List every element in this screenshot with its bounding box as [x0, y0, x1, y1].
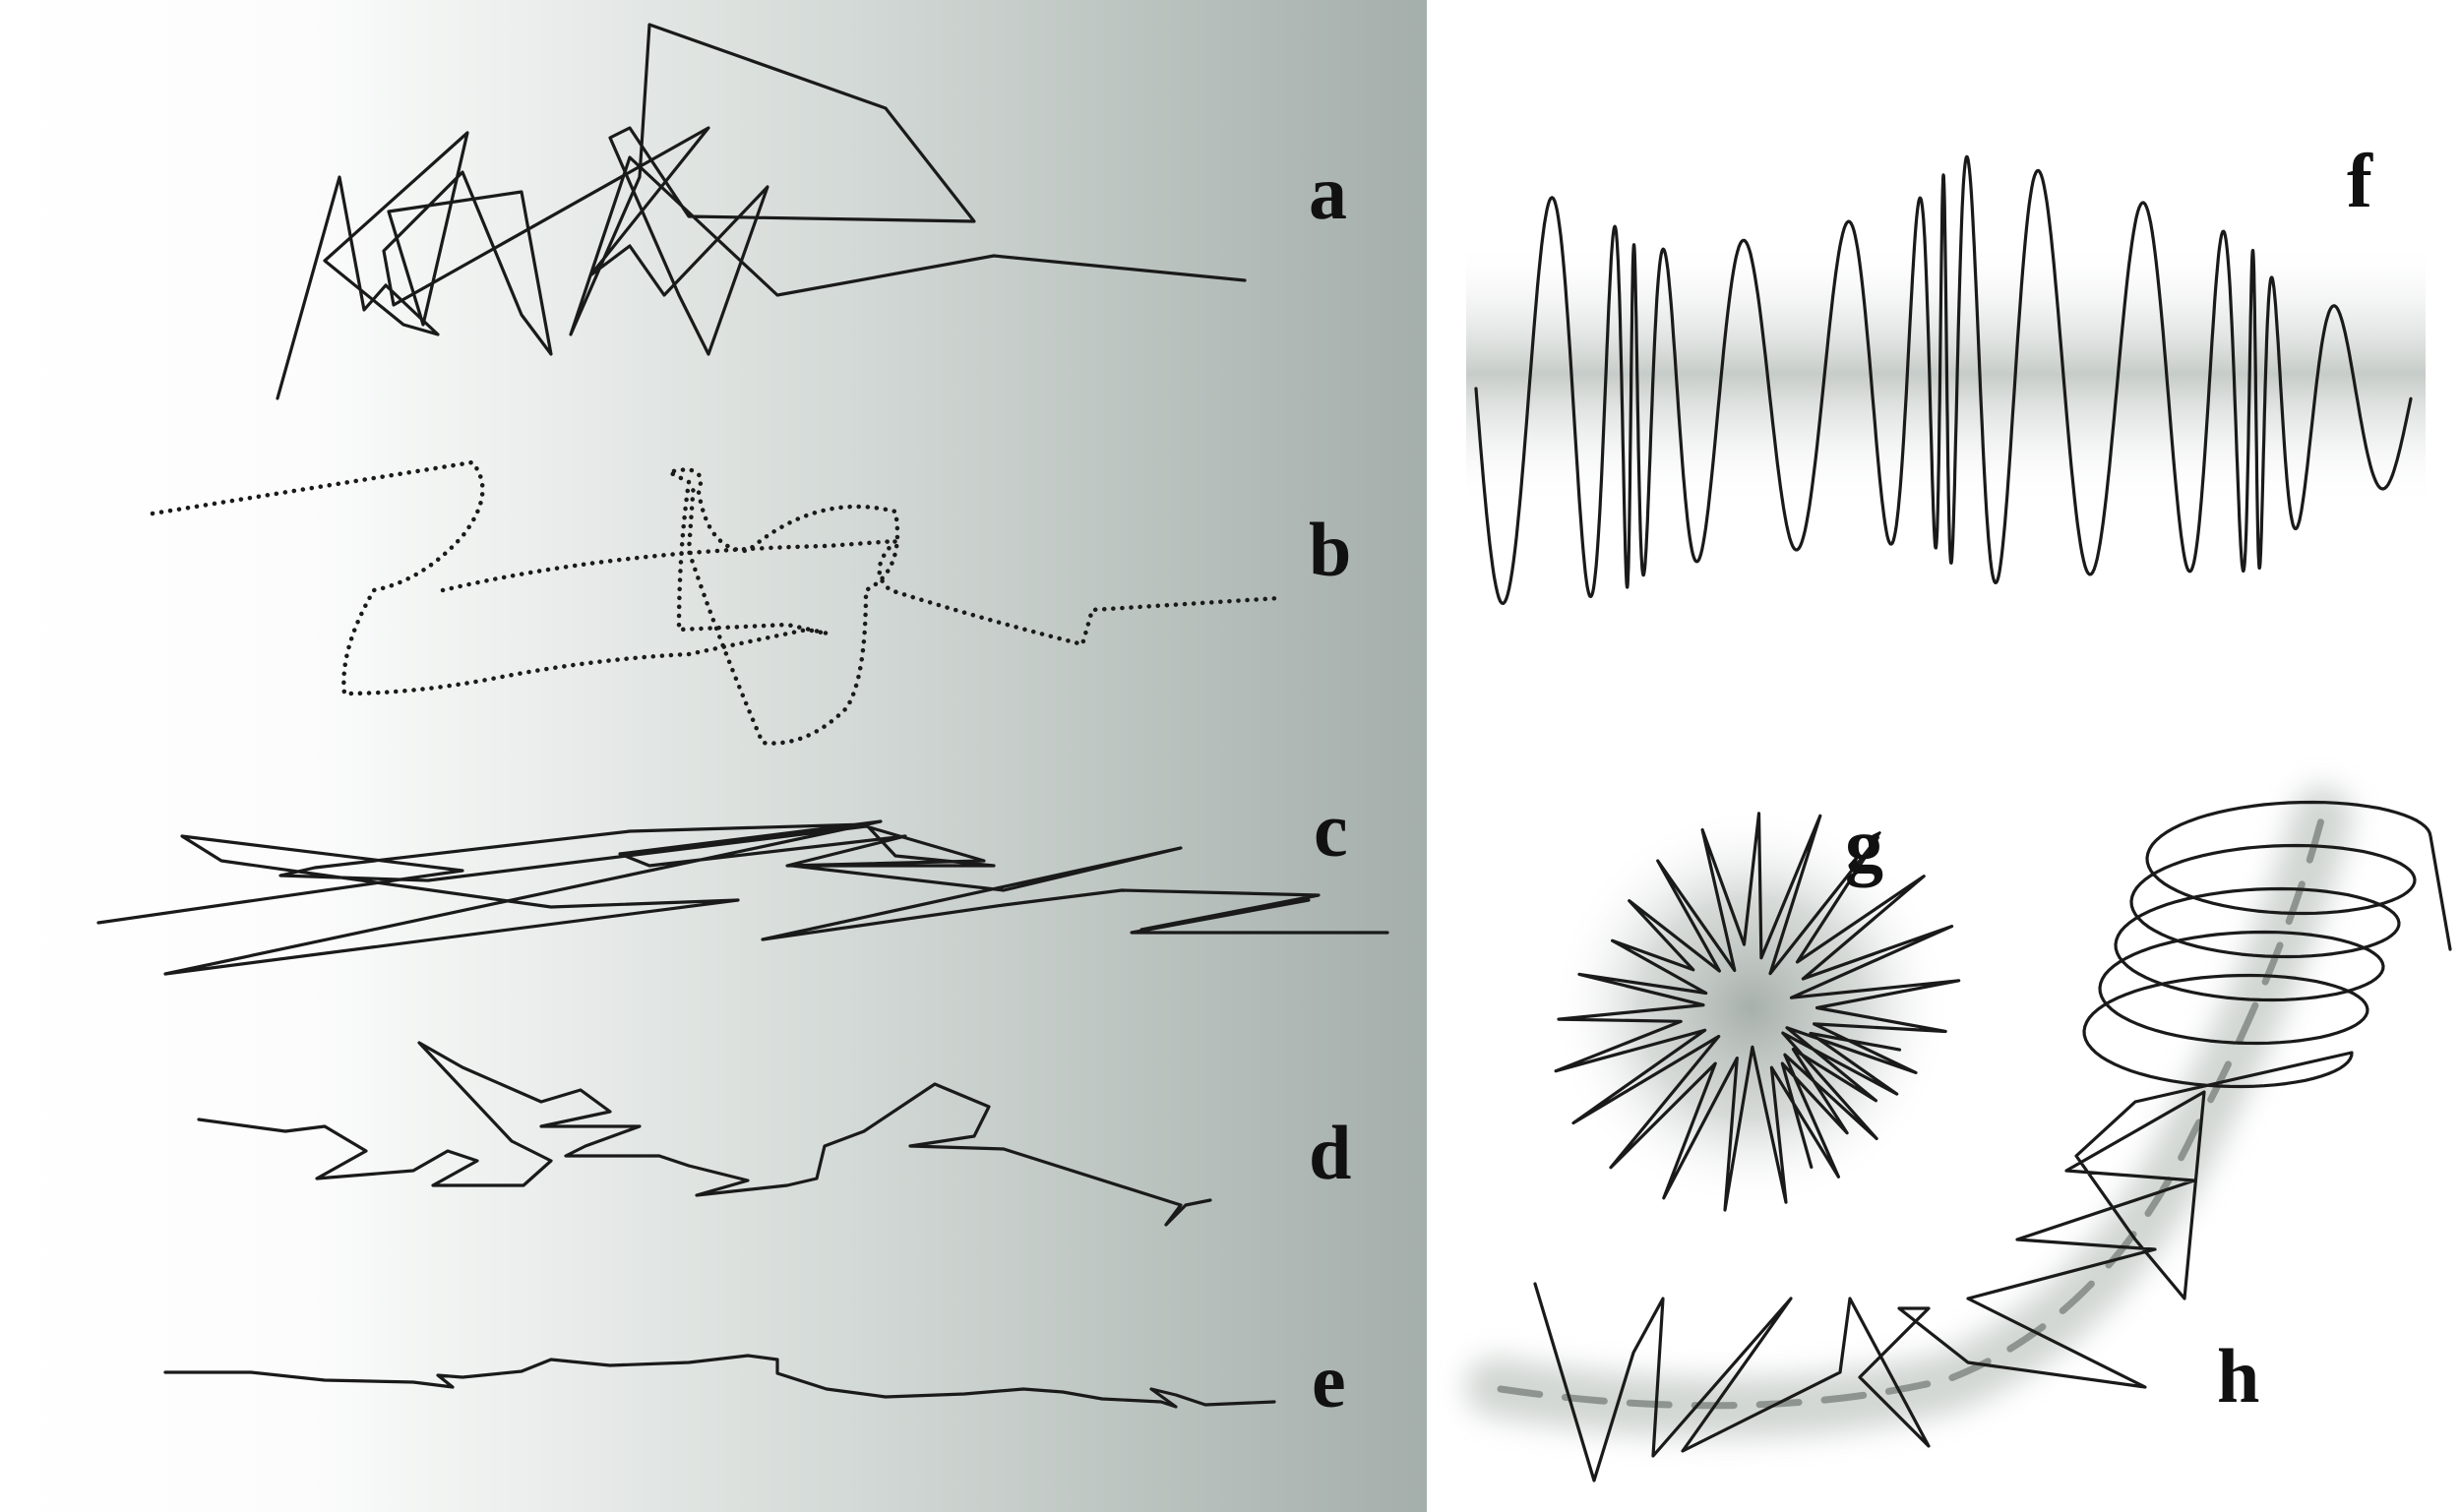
trajectory-d — [197, 1041, 1212, 1227]
trajectory-a — [276, 23, 1247, 400]
panel-label-g: g — [1845, 802, 1883, 887]
panel-label-f: f — [2347, 138, 2373, 223]
panel-label-h: h — [2217, 1333, 2259, 1419]
panel-label-d: d — [1309, 1110, 1351, 1195]
panel-label-e: e — [1312, 1338, 1346, 1423]
panel-label-c: c — [1314, 787, 1348, 873]
trajectory-c — [96, 819, 1389, 976]
trajectory-e — [163, 1354, 1276, 1409]
trajectory-f — [1474, 154, 2413, 605]
panel-label-b: b — [1309, 507, 1351, 592]
trajectory-h — [1533, 800, 2452, 1482]
left-gradient-background — [0, 0, 1427, 1512]
dashed-guide-line-h — [1497, 813, 2326, 1410]
trajectory-b — [150, 459, 1282, 746]
trajectory-g — [1554, 812, 1961, 1212]
panel-label-a: a — [1309, 150, 1347, 235]
